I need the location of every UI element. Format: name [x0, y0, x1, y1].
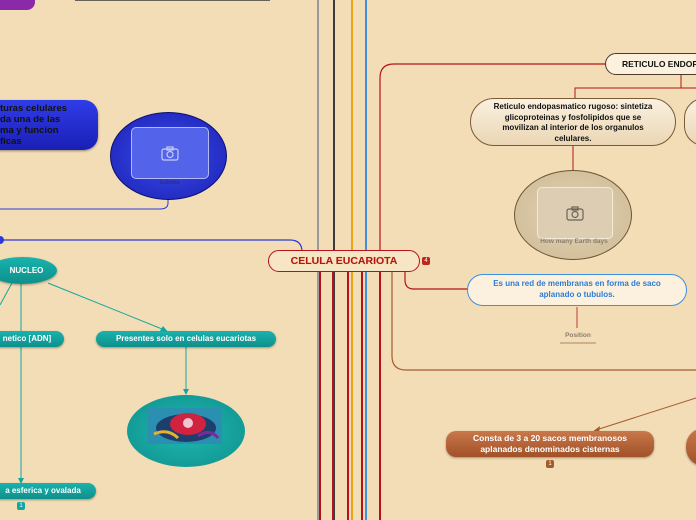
rugoso-node[interactable]: Reticulo endopasmatico rugoso: sintetiza… [470, 98, 676, 146]
arrow-esferica [18, 478, 24, 484]
blue-photo-node[interactable]: Subtitle [110, 112, 227, 200]
arrow-presentes-photo [183, 389, 189, 395]
red-membranas-node[interactable]: Es una red de membranas en forma de saco… [467, 274, 687, 306]
right-brown-partial-node[interactable] [686, 428, 696, 466]
branch-red-membranas [404, 265, 468, 290]
camera-icon [566, 205, 584, 221]
link-nucleo-presentes [47, 282, 168, 332]
esferica-badge[interactable]: 1 [17, 502, 25, 510]
sacos-badge[interactable]: 1 [546, 460, 554, 468]
branch-reticulo [379, 63, 606, 262]
camera-icon [161, 145, 179, 161]
nucleo-node[interactable]: NUCLEO [0, 257, 57, 284]
estructuras-line-4: ficas [0, 136, 22, 147]
branch-sacos [595, 397, 696, 431]
presentes-node[interactable]: Presentes solo en celulas eucariotas [96, 331, 276, 347]
position-label: Position [565, 332, 591, 339]
link-nucleo-genetico [0, 282, 13, 306]
photo-placeholder [537, 187, 613, 239]
nucleo-label: NUCLEO [9, 266, 44, 275]
reticulo-title-node[interactable]: RETICULO ENDOPL [605, 53, 696, 75]
esferica-node[interactable]: a esferica y ovalada [0, 483, 96, 499]
branch-blue-main [0, 239, 303, 263]
genetico-node[interactable]: netico [ADN] [0, 331, 64, 347]
central-label: CELULA EUCARIOTA [290, 255, 398, 267]
rugoso-photo-node[interactable]: How many Earth days [514, 170, 632, 260]
blue-photo-caption: Subtitle [159, 180, 180, 186]
blue-photo-placeholder [131, 127, 209, 179]
central-node[interactable]: CELULA EUCARIOTA [268, 250, 420, 272]
rugoso-photo-caption: How many Earth days [540, 238, 608, 245]
esferica-text: a esferica y ovalada [5, 486, 81, 495]
blue-junction-dot [0, 236, 4, 244]
arrow-presentes [160, 326, 168, 332]
sacos-node[interactable]: Consta de 3 a 20 sacos membranosos aplan… [446, 431, 654, 457]
reticulo-title: RETICULO ENDOPL [622, 59, 696, 69]
estructuras-line-1: turas celulares [0, 103, 68, 114]
branch-blue-photo [0, 198, 169, 210]
branch-brown [391, 265, 696, 371]
top-left-purple-node [0, 0, 35, 10]
teal-photo-node[interactable] [127, 395, 245, 467]
estructuras-line-3: ma y funcion [0, 125, 59, 136]
estructuras-line-2: da una de las [0, 114, 61, 125]
sacos-text: Consta de 3 a 20 sacos membranosos aplan… [472, 433, 627, 454]
red-membranas-text: Es una red de membranas en forma de saco… [493, 279, 661, 299]
rugoso-text: Reticulo endopasmatico rugoso: sintetiza… [493, 102, 653, 143]
estructuras-node[interactable]: turas celulares da una de las ma y funci… [0, 100, 98, 150]
image-thumbnail [148, 408, 222, 444]
central-badge[interactable]: 4 [422, 257, 430, 265]
presentes-text: Presentes solo en celulas eucariotas [115, 334, 257, 343]
genetico-text: netico [ADN] [2, 334, 52, 343]
branch-reticulo-split [574, 75, 696, 98]
